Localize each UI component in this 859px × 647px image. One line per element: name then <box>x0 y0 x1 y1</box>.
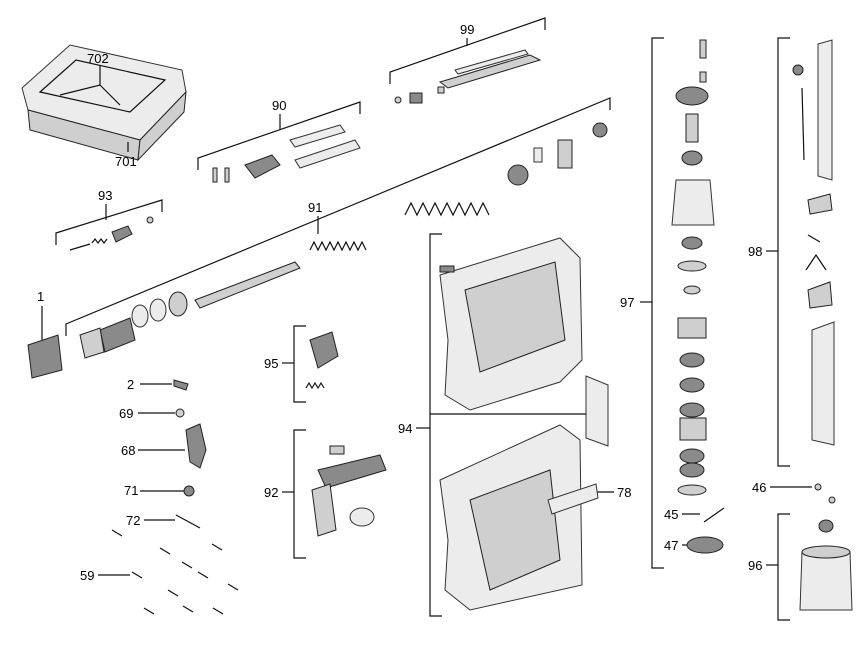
part-2 <box>173 379 189 391</box>
callout-92: 92 <box>264 485 278 500</box>
bracket-94 <box>429 233 442 617</box>
callout-701: 701 <box>115 154 137 169</box>
part-72-bolt <box>175 514 201 529</box>
callout-95: 95 <box>264 356 278 371</box>
gear-47 <box>686 536 724 554</box>
callout-1: 1 <box>37 289 44 304</box>
callout-99: 99 <box>460 22 474 37</box>
part-71 <box>183 485 195 497</box>
housing-half-upper <box>439 237 583 411</box>
callout-91: 91 <box>308 200 322 215</box>
bracket-96 <box>777 513 790 621</box>
callout-97: 97 <box>620 295 634 310</box>
callout-98: 98 <box>748 244 762 259</box>
bracket-93 <box>55 199 163 245</box>
callout-69: 69 <box>119 406 133 421</box>
callout-46: 46 <box>752 480 766 495</box>
callout-45: 45 <box>664 507 678 522</box>
parts-93 <box>69 216 154 251</box>
bracket-91 <box>65 97 611 336</box>
callout-93: 93 <box>98 188 112 203</box>
parts-90 <box>212 124 361 183</box>
callout-72: 72 <box>126 513 140 528</box>
pin-45 <box>703 507 725 523</box>
magazine-parts-98 <box>792 39 835 446</box>
callout-96: 96 <box>748 558 762 573</box>
callout-59: 59 <box>80 568 94 583</box>
gear-stack-97 <box>671 39 715 496</box>
trigger-95 <box>309 331 339 369</box>
callout-71: 71 <box>124 483 138 498</box>
bracket-90 <box>197 101 361 170</box>
driver-assembly-91 <box>79 122 608 359</box>
screws-59 <box>111 529 239 615</box>
callout-702: 702 <box>87 51 109 66</box>
callout-78: 78 <box>617 485 631 500</box>
bracket-97 <box>651 37 664 569</box>
electronics-92 <box>311 445 387 537</box>
callout-94: 94 <box>398 421 412 436</box>
bracket-95 <box>293 325 306 403</box>
part-68 <box>185 423 207 469</box>
bracket-92 <box>293 429 306 559</box>
callout-90: 90 <box>272 98 286 113</box>
callout-68: 68 <box>121 443 135 458</box>
carry-case <box>21 44 187 162</box>
callout-47: 47 <box>664 538 678 553</box>
nosepiece-1 <box>27 334 63 379</box>
bracket-98 <box>777 37 790 467</box>
magazine-rail-99 <box>394 49 542 104</box>
part-46 <box>814 483 822 491</box>
label-plate <box>585 375 609 447</box>
callout-2: 2 <box>127 377 134 392</box>
motor-96 <box>799 519 853 611</box>
part-69 <box>175 408 185 418</box>
part-78 <box>547 483 599 515</box>
housing-half-lower <box>439 424 583 611</box>
